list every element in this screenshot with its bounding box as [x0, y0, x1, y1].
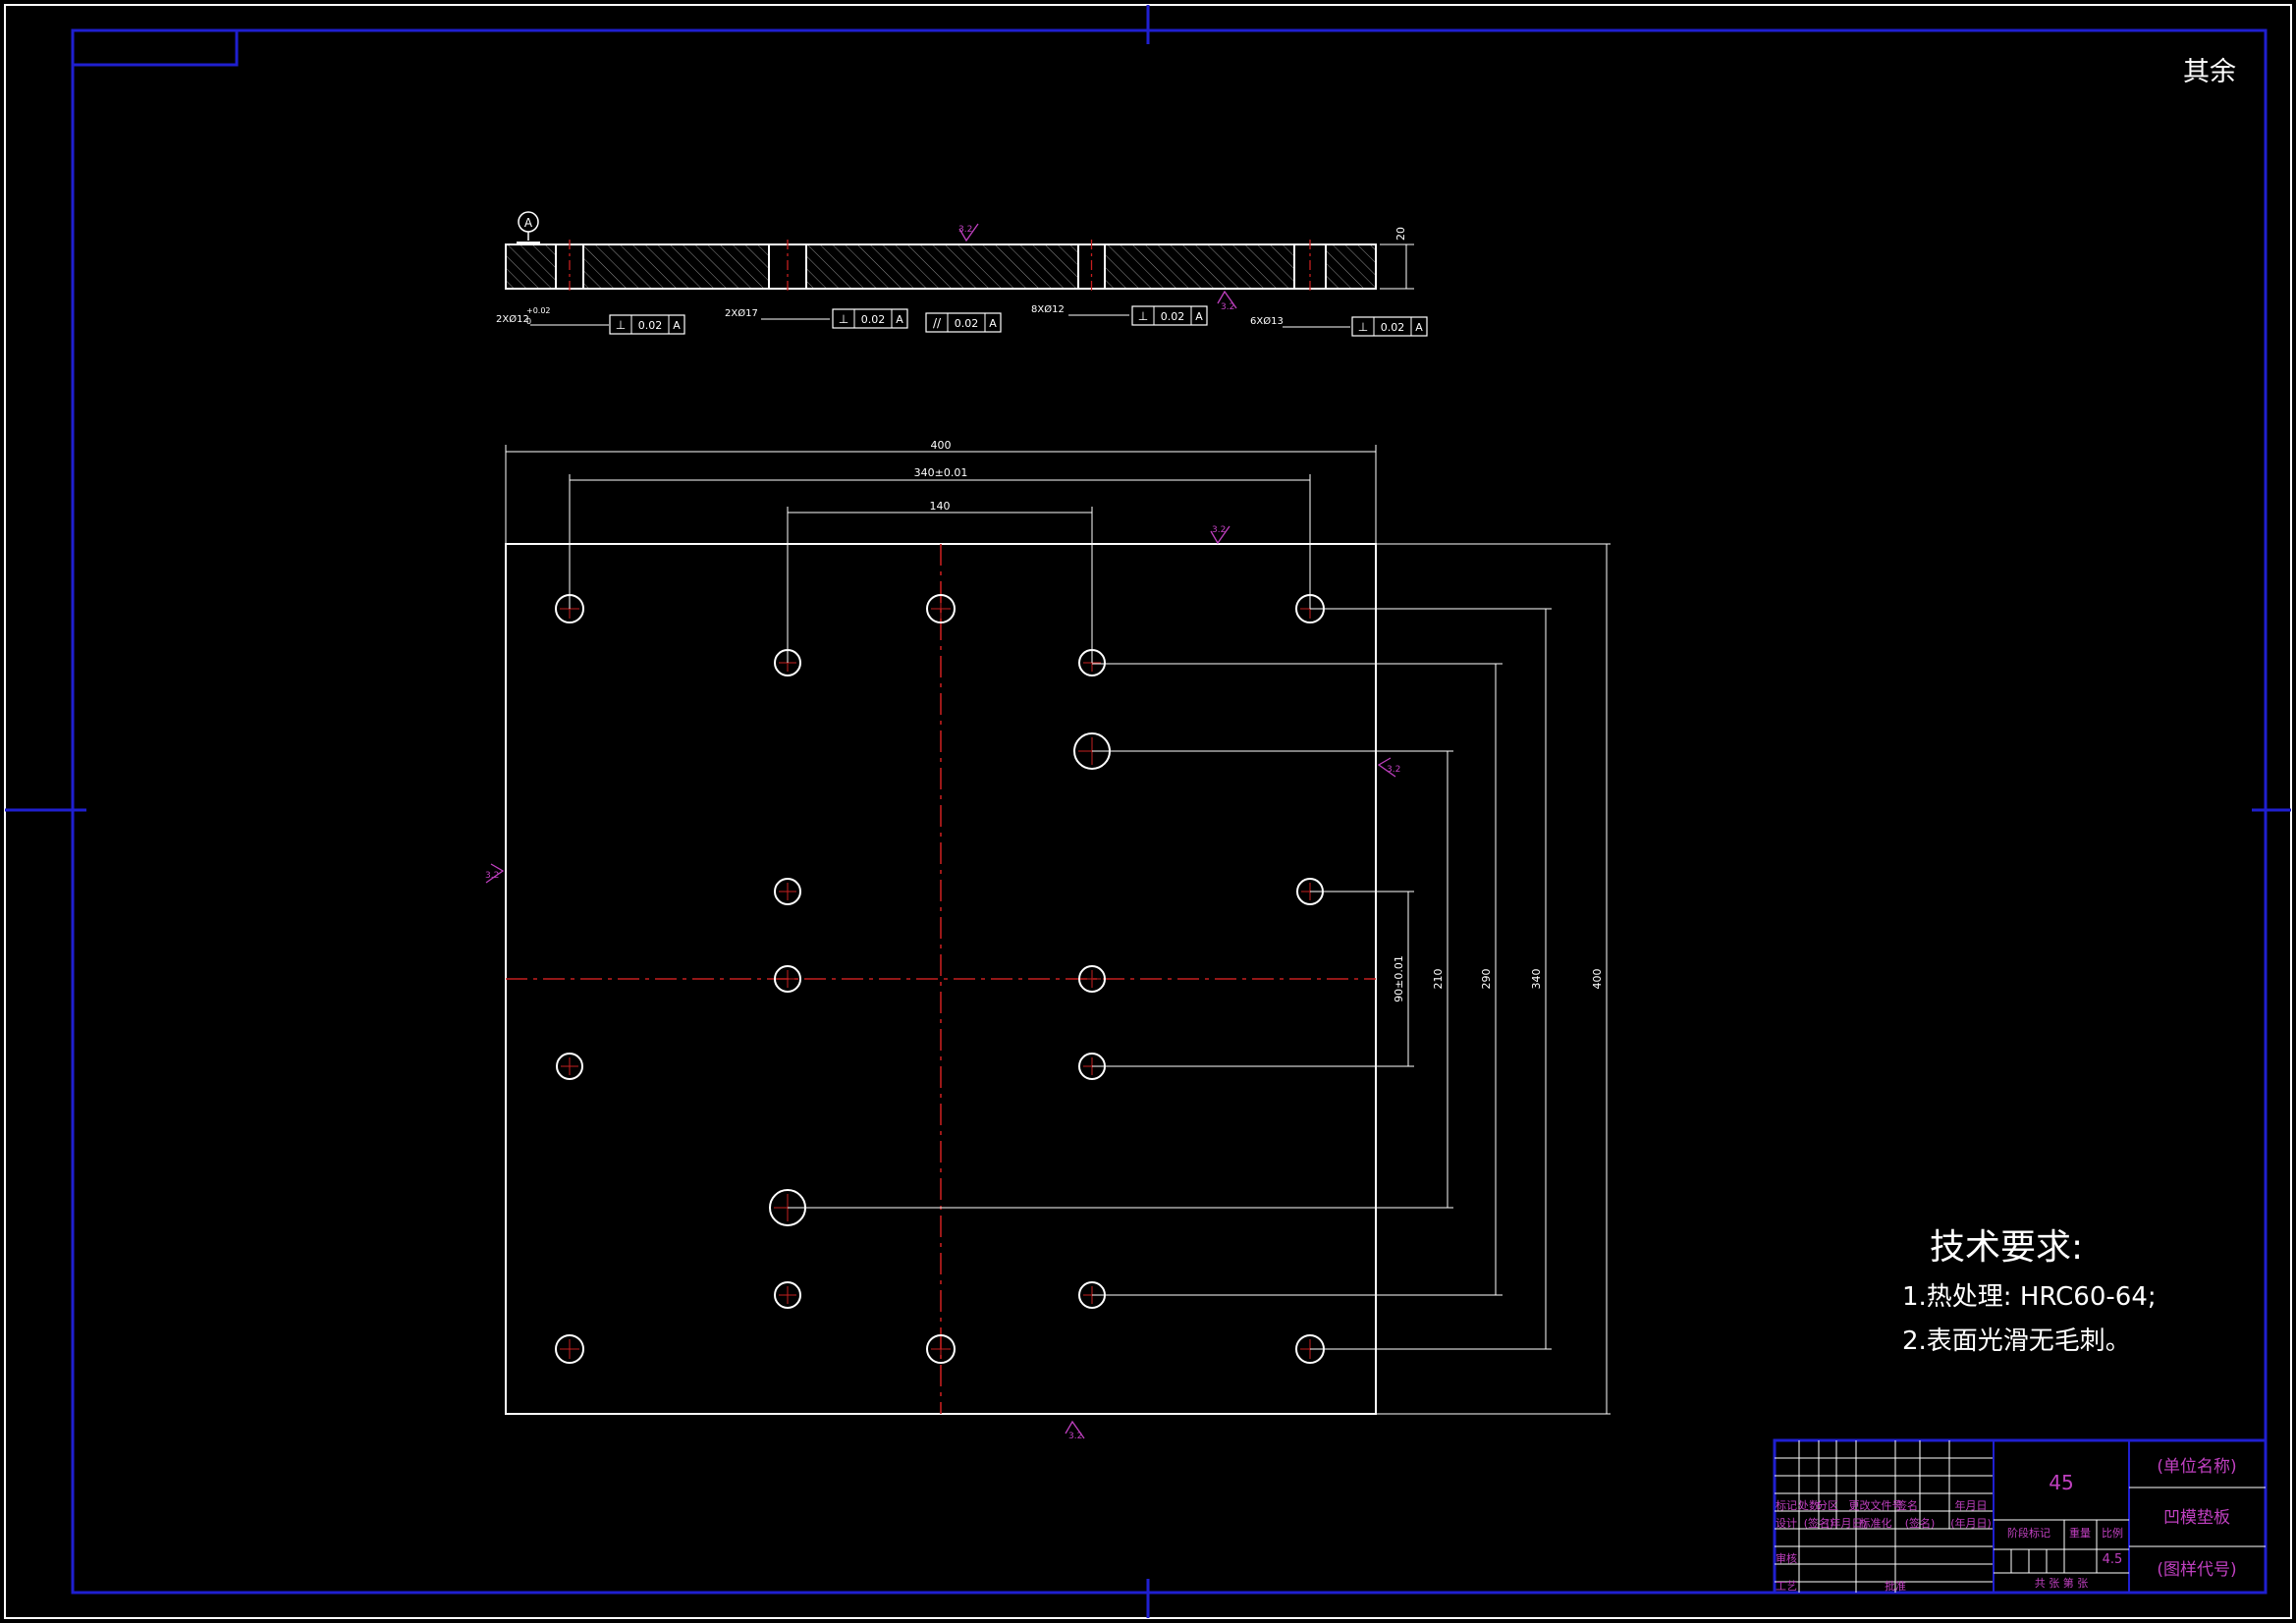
tb-cell-label: 处数 [1798, 1499, 1820, 1512]
hole [774, 965, 801, 993]
tolerance-frame [609, 314, 685, 335]
tol-lower: 0 [526, 317, 531, 326]
geometric-symbol-icon: ⊥ [1358, 320, 1368, 334]
roughness-symbol-icon [1217, 290, 1237, 309]
dim-v2: 210 [1432, 969, 1445, 990]
tb-cell-label: 签名 [1896, 1498, 1918, 1512]
tb-cell-label: 工艺 [1776, 1580, 1797, 1593]
tb-scale-value: 4.5 [2103, 1552, 2123, 1567]
tolerance-frame [1131, 305, 1208, 326]
hatch-region [506, 244, 556, 289]
tolerance-frame [925, 312, 1002, 333]
tb-cell-label: 更改文件号 [1849, 1498, 1903, 1512]
hole [1078, 965, 1106, 993]
datum-ref: A [1415, 321, 1423, 334]
datum-ref: A [673, 319, 681, 332]
roughness-symbol-icon [1210, 525, 1230, 545]
roughness-symbol-icon [1065, 1420, 1085, 1439]
tb-cell-label: 分区 [1817, 1499, 1838, 1512]
tolerance-value: 0.02 [1161, 310, 1185, 323]
tolerance-value: 0.02 [861, 313, 886, 326]
hole-callout-dim: 6XØ13 [1250, 315, 1284, 327]
thickness-dim: 20 [1394, 227, 1407, 241]
dim-v4: 340 [1530, 969, 1543, 990]
hole-span-dim: 340±0.01 [914, 466, 968, 479]
tb-material: 45 [2049, 1471, 2073, 1494]
dim-v3: 290 [1480, 969, 1493, 990]
tolerance-value: 0.02 [638, 319, 663, 332]
hole [926, 1334, 956, 1364]
datum-letter: A [524, 216, 533, 230]
section-roughness-top: 3.2 [958, 225, 972, 235]
datum-ref: A [896, 313, 903, 326]
tb-drawing-no: (图样代号) [2157, 1560, 2236, 1580]
hatch-region [1326, 244, 1376, 289]
tb-cell-label: 审核 [1776, 1551, 1797, 1565]
hole-callout-dim: 8XØ12 [1031, 303, 1065, 315]
tb-weight-label: 重量 [2069, 1526, 2091, 1540]
geometric-symbol-icon: // [933, 316, 942, 330]
dim-height: 400 [1591, 969, 1604, 990]
section-roughness-bottom: 3.2 [1221, 302, 1234, 312]
corner-box [71, 28, 239, 67]
plan-roughness-bottom: 3.2 [1068, 1432, 1082, 1441]
title-block-frame [1773, 1438, 2268, 1595]
tb-cell-label: (年月日) [1950, 1516, 1992, 1530]
roughness-symbol-icon [1377, 757, 1396, 778]
width-dim: 400 [931, 439, 952, 452]
tb-sheets: 共 张 第 张 [2035, 1576, 2089, 1590]
tb-cell-label: 标准化 [1860, 1516, 1892, 1530]
geometric-symbol-icon: ⊥ [1138, 309, 1148, 323]
tb-cell-label: 设计 [1776, 1517, 1797, 1530]
tb-cell-label: 批准 [1885, 1579, 1906, 1593]
tb-cell-label: 标记 [1776, 1498, 1797, 1512]
hole [556, 1053, 583, 1080]
hole [774, 878, 801, 905]
datum-ref: A [1195, 310, 1203, 323]
tech-req-heading: 技术要求: [1930, 1227, 2083, 1268]
dim-v1: 90±0.01 [1393, 955, 1405, 1002]
tolerance-value: 0.02 [955, 317, 979, 330]
hatch-region [806, 244, 1078, 289]
section-outline [505, 243, 1377, 290]
datum-ref: A [989, 317, 997, 330]
tech-req-item: 1.热处理: HRC60-64; [1902, 1282, 2157, 1312]
tb-cell-label: (签名) [1804, 1516, 1834, 1530]
tb-stage-label: 阶段标记 [2007, 1526, 2050, 1540]
tb-company: (单位名称) [2157, 1457, 2236, 1477]
tol-upper: +0.02 [526, 306, 551, 315]
tb-cell-label: (签名) [1905, 1516, 1936, 1530]
tb-cell-label: (年月日) [1826, 1516, 1867, 1530]
tb-scale-label: 比例 [2102, 1526, 2123, 1540]
hole [926, 594, 956, 623]
geometric-symbol-icon: ⊥ [616, 318, 626, 332]
plan-roughness-left: 3.2 [485, 871, 499, 881]
tech-requirements: 技术要求: 1.热处理: HRC60-64; 2.表面光滑无毛刺。 [1902, 1227, 2157, 1356]
tolerance-value: 0.02 [1381, 321, 1405, 334]
tb-cell-label: 年月日 [1955, 1498, 1988, 1512]
tb-part-name: 凹模垫板 [2163, 1508, 2230, 1528]
roughness-symbol-icon [485, 863, 505, 884]
plan-roughness-top: 3.2 [1212, 525, 1226, 535]
geometric-symbol-icon: ⊥ [839, 312, 848, 326]
tech-req-item: 2.表面光滑无毛刺。 [1902, 1326, 2131, 1356]
hole-callout-dim: 2XØ12 [496, 313, 529, 325]
title-block: 45 (单位名称) 凹模垫板 (图样代号) 阶段标记 重量 比例 4.5 共 张… [1773, 1438, 2268, 1595]
hole [774, 1281, 801, 1309]
plan-view: 400 340±0.01 140 90±0.01 210 290 [485, 439, 1611, 1441]
hole [555, 1334, 584, 1364]
inner-span-dim: 140 [930, 500, 951, 513]
hole-callout-dim: 2XØ17 [725, 307, 758, 319]
roughness-symbol-icon [958, 223, 979, 243]
plan-roughness-right: 3.2 [1387, 765, 1400, 775]
hatch-region [1105, 244, 1294, 289]
tolerance-frame [1351, 316, 1428, 337]
tolerance-frame [832, 308, 908, 329]
corner-note: 其余 [2183, 57, 2236, 87]
hatch-region [583, 244, 769, 289]
